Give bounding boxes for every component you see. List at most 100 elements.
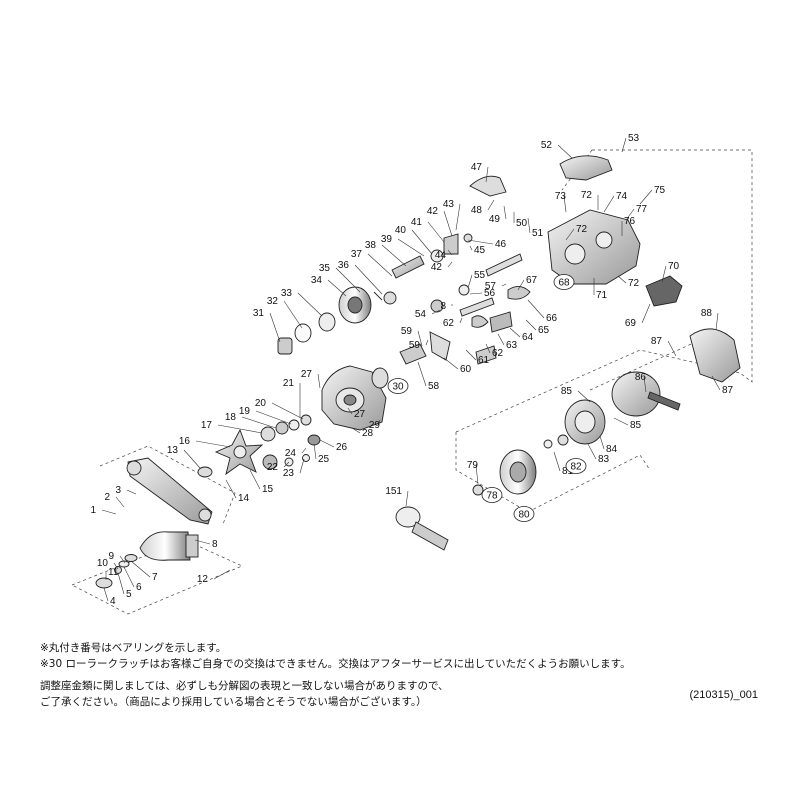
leader-line-57	[501, 283, 507, 287]
leader-line-36	[354, 264, 383, 295]
leader-line-34	[327, 279, 347, 297]
part-number-75: 75	[654, 185, 666, 196]
leader-line-25	[313, 443, 317, 460]
part-number-43: 43	[443, 199, 455, 210]
part-number-41: 41	[411, 217, 423, 228]
part-number-27: 27	[301, 369, 313, 380]
leader-line-66	[527, 299, 545, 319]
part-number-1: 1	[90, 505, 96, 516]
part-number-31: 31	[253, 308, 265, 319]
leader-line-40	[411, 229, 433, 255]
leader-line-64	[509, 327, 521, 338]
part-number-10: 10	[97, 558, 109, 569]
leader-line-85	[577, 390, 591, 403]
leader-line-29	[377, 419, 381, 426]
part-number-22: 22	[267, 462, 279, 473]
leader-line-74	[603, 195, 615, 213]
brake-unit	[611, 371, 661, 417]
leader-line-19	[255, 410, 292, 425]
leader-line-62	[485, 343, 491, 354]
bearing-number-68: 68	[558, 278, 570, 289]
part-number-37: 37	[351, 249, 363, 260]
document-code: (210315)_001	[689, 689, 758, 701]
part-number-32: 32	[267, 296, 279, 307]
leader-line-46	[467, 239, 494, 245]
part-number-59: 59	[409, 340, 421, 351]
leader-line-73	[563, 195, 567, 213]
leader-line-49	[503, 205, 507, 220]
leader-line-151	[405, 490, 409, 507]
part-number-85: 85	[561, 386, 573, 397]
leader-line-70	[661, 265, 667, 283]
part-number-4: 4	[110, 596, 116, 607]
part-number-45: 45	[474, 245, 486, 256]
leader-line-41	[427, 221, 445, 243]
part-number-24: 24	[285, 448, 297, 459]
part-number-57: 57	[485, 281, 497, 292]
leader-line-67	[517, 279, 525, 291]
part-number-11: 11	[108, 567, 119, 578]
leader-line-5	[117, 572, 125, 595]
part-number-72: 72	[628, 278, 640, 289]
part-number-70: 70	[668, 261, 680, 272]
part-number-29: 29	[369, 420, 381, 431]
part-number-81: 81	[562, 466, 574, 477]
part-number-27: 27	[354, 409, 366, 420]
part-number-35: 35	[319, 263, 331, 274]
leader-line-62	[459, 317, 463, 324]
part-number-52: 52	[541, 140, 553, 151]
part-number-58: 58	[428, 381, 440, 392]
part-number-42: 42	[427, 206, 439, 217]
leader-line-58	[417, 361, 427, 387]
part-number-151: 151	[385, 486, 402, 497]
leader-line-42	[443, 210, 453, 237]
leader-line-44	[447, 249, 453, 256]
leader-line-84	[599, 435, 605, 450]
part-number-50: 50	[516, 218, 528, 229]
bearing-number-82: 82	[570, 462, 582, 473]
part-number-85: 85	[630, 420, 642, 431]
leader-line-85	[613, 417, 629, 426]
leader-line-54	[431, 309, 441, 315]
leader-line-2	[115, 496, 125, 508]
part-number-59: 59	[401, 326, 413, 337]
callouts: 1234567891011121314151617181920212223242…	[90, 133, 733, 607]
part-number-46: 46	[495, 239, 507, 250]
part-number-65: 65	[538, 325, 550, 336]
part-number-7: 7	[152, 572, 158, 583]
part-number-64: 64	[522, 332, 534, 343]
leader-line-42	[447, 261, 453, 268]
part-number-62: 62	[492, 348, 504, 359]
part-number-55: 55	[474, 270, 486, 281]
leader-line-63	[497, 333, 505, 346]
part-number-48: 48	[471, 205, 483, 216]
part-number-66: 66	[546, 313, 558, 324]
part-number-86: 86	[635, 372, 647, 383]
leader-line-4	[103, 587, 109, 602]
part-number-33: 33	[281, 288, 293, 299]
leader-line-77	[625, 208, 635, 221]
part-number-76: 76	[624, 216, 636, 227]
part-number-38: 38	[365, 240, 377, 251]
leader-line-15	[249, 469, 261, 490]
part-number-6: 6	[136, 582, 142, 593]
leader-line-83	[587, 443, 597, 460]
leader-line-56	[469, 292, 483, 295]
leader-line-20	[271, 402, 304, 420]
part-number-20: 20	[255, 398, 267, 409]
thumb-bar	[645, 275, 683, 307]
part-number-17: 17	[201, 420, 213, 431]
leader-line-8	[194, 539, 211, 545]
leader-line-87	[667, 340, 677, 357]
part-number-5: 5	[126, 589, 132, 600]
leader-line-55	[467, 274, 473, 289]
leader-line-27	[347, 407, 353, 415]
bearing-circle-78	[481, 487, 503, 503]
bearing-circle-68	[553, 274, 575, 290]
part-number-34: 34	[311, 275, 323, 286]
notes: ※丸付き番号はベアリングを示します。 ※30 ローラークラッチはお客様ご自身での…	[40, 641, 760, 710]
note-washers: 調整座金類に関しましては、必ずしも分解図の表現と一致しない場合がありますので、	[40, 680, 449, 692]
leader-line-79	[475, 464, 479, 485]
